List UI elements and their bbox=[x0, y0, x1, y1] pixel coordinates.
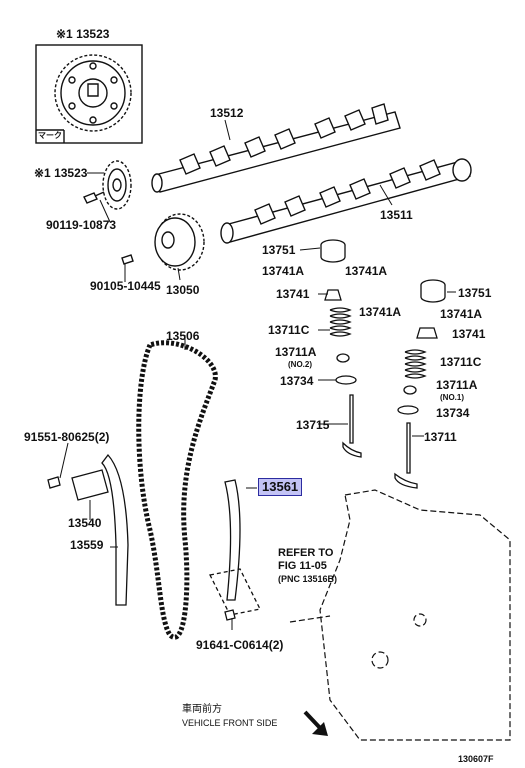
camshaft-13512 bbox=[151, 103, 401, 193]
part-label-13715: 13715 bbox=[296, 418, 330, 432]
refer-line-3: (PNC 13516B) bbox=[278, 574, 338, 584]
part-label-13741A-c: 13741A bbox=[359, 305, 402, 319]
chain-guide-left bbox=[47, 453, 129, 606]
part-label-13751-a: 13751 bbox=[262, 243, 296, 257]
camshaft-13511 bbox=[220, 158, 472, 244]
sprocket-inset bbox=[35, 44, 143, 144]
part-label-13741A-b: 13741A bbox=[345, 264, 388, 278]
part-label-13711: 13711 bbox=[424, 430, 457, 444]
chain-guide-13561 bbox=[209, 479, 261, 621]
part-label-91641: 91641-C0614(2) bbox=[196, 638, 284, 652]
part-label-13512: 13512 bbox=[210, 106, 244, 120]
vehicle-front-jp: 車両前方 bbox=[182, 704, 222, 715]
part-label-91551: 91551-80625(2) bbox=[24, 430, 110, 444]
engine-block bbox=[289, 489, 511, 741]
part-label-13741-a: 13741 bbox=[276, 287, 310, 301]
part-label-13506: 13506 bbox=[166, 329, 200, 343]
part-label-13561-highlighted[interactable]: 13561 bbox=[258, 478, 303, 496]
part-label-13050: 13050 bbox=[166, 283, 200, 297]
cam-sprocket bbox=[83, 160, 132, 210]
part-label-13734-a: 13734 bbox=[280, 374, 314, 388]
part-label-13741A-a: 13741A bbox=[262, 264, 305, 278]
part-label-13711C-b: 13711C bbox=[440, 355, 482, 369]
part-label-13523-mid: ※1 13523 bbox=[34, 166, 88, 180]
part-label-13734-b: 13734 bbox=[436, 406, 470, 420]
part-label-13711A-b: 13711A bbox=[436, 378, 478, 392]
leader-lines bbox=[59, 119, 456, 630]
part-label-13741A-d: 13741A bbox=[440, 307, 483, 321]
part-label-90105: 90105-10445 bbox=[90, 279, 161, 293]
vvt-gear bbox=[121, 213, 205, 271]
refer-line-2: FIG 11-05 bbox=[278, 560, 327, 572]
part-label-13741-b: 13741 bbox=[452, 327, 486, 341]
diagram-code: 130607F bbox=[458, 754, 494, 764]
part-label-13559: 13559 bbox=[70, 538, 104, 552]
valve-parts bbox=[320, 239, 446, 489]
part-label-13540: 13540 bbox=[68, 516, 102, 530]
part-label-13523-top: ※1 13523 bbox=[56, 27, 110, 41]
refer-line-1: REFER TO bbox=[278, 547, 334, 559]
timing-chain bbox=[136, 340, 218, 640]
part-label-13711C-a: 13711C bbox=[268, 323, 310, 337]
no1-label: (NO.1) bbox=[440, 393, 464, 402]
part-label-13711A-a: 13711A bbox=[275, 345, 317, 359]
mark-label: マーク bbox=[38, 131, 62, 140]
front-arrow-icon bbox=[303, 710, 328, 736]
part-label-13751-b: 13751 bbox=[458, 286, 492, 300]
vehicle-front-en: VEHICLE FRONT SIDE bbox=[182, 718, 278, 728]
part-label-13511: 13511 bbox=[380, 208, 413, 222]
part-label-90119: 90119-10873 bbox=[46, 218, 117, 232]
no2-label: (NO.2) bbox=[288, 360, 312, 369]
